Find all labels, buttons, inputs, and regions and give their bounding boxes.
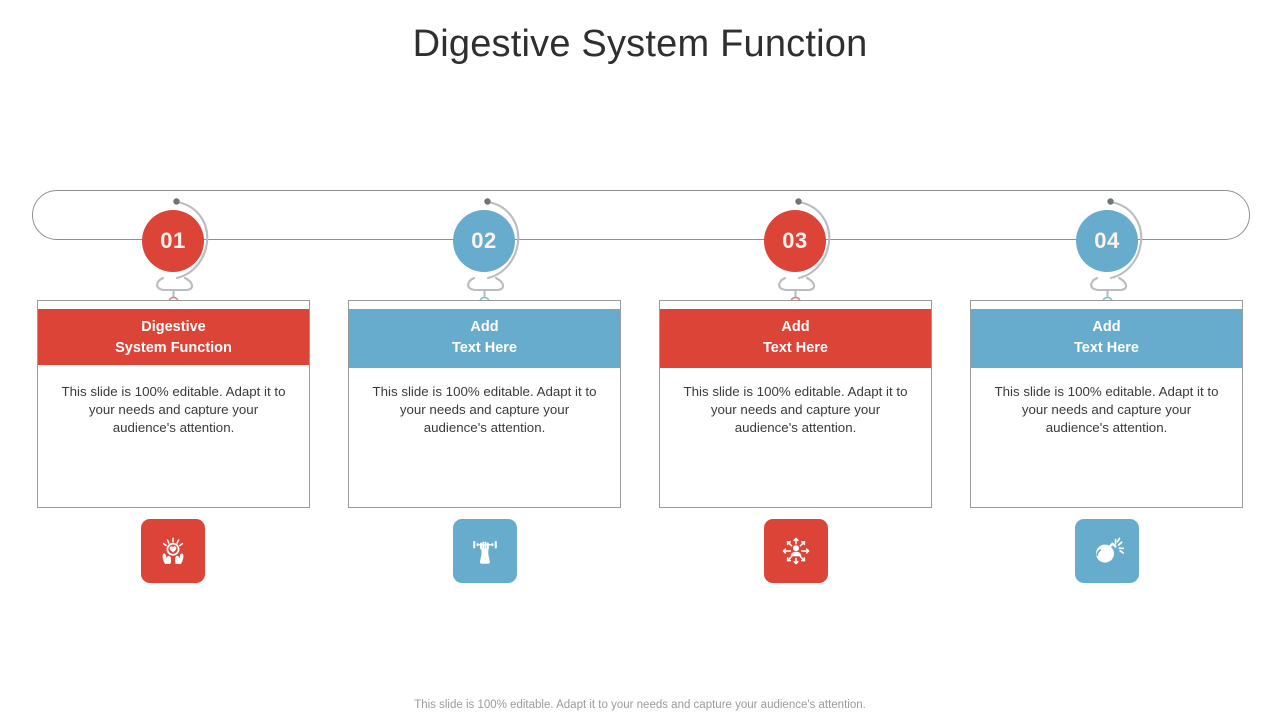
step-badge-03[interactable]: 03 xyxy=(755,192,835,312)
step-badge-02[interactable]: 02 xyxy=(444,192,524,312)
step-badge-01[interactable]: 01 xyxy=(133,192,213,312)
card-body-text: This slide is 100% editable. Adapt it to… xyxy=(372,384,597,436)
step-icon-tile-04[interactable] xyxy=(1075,519,1139,583)
timeline-track xyxy=(32,190,1250,240)
card-header: Add Text Here xyxy=(349,309,620,369)
step-number-badge: 02 xyxy=(453,210,515,272)
card-body-text: This slide is 100% editable. Adapt it to… xyxy=(61,384,286,436)
card-header: Add Text Here xyxy=(660,309,931,369)
card-header: Digestive System Function xyxy=(38,309,309,365)
step-badge-04[interactable]: 04 xyxy=(1067,192,1147,312)
card-body-text: This slide is 100% editable. Adapt it to… xyxy=(683,384,908,436)
card-heading-line-1: Add xyxy=(1092,319,1121,335)
card-heading-line-1: Add xyxy=(781,319,810,335)
step-icon-tile-02[interactable] xyxy=(453,519,517,583)
step-card-02[interactable]: Add Text Here This slide is 100% editabl… xyxy=(348,300,621,508)
step-icon-tile-03[interactable] xyxy=(764,519,828,583)
card-heading-line-2: Text Here xyxy=(762,339,828,356)
card-heading-line-2: System Function xyxy=(115,339,232,356)
hand-lifting-dumbbell-icon xyxy=(473,541,497,564)
bomb-icon xyxy=(1096,537,1124,563)
card-header: Add Text Here xyxy=(971,309,1242,369)
hands-holding-heart-icon xyxy=(162,537,184,564)
step-card-01[interactable]: Digestive System Function This slide is … xyxy=(37,300,310,508)
card-heading-line-2: Text Here xyxy=(451,339,517,356)
step-card-04[interactable]: Add Text Here This slide is 100% editabl… xyxy=(970,300,1243,508)
footer-note: This slide is 100% editable. Adapt it to… xyxy=(414,699,866,711)
page-title: Digestive System Function xyxy=(412,23,868,65)
step-number-badge: 03 xyxy=(764,210,826,272)
step-number-badge: 01 xyxy=(142,210,204,272)
card-body-text: This slide is 100% editable. Adapt it to… xyxy=(994,384,1219,436)
step-number-badge: 04 xyxy=(1076,210,1138,272)
step-icon-tile-01[interactable] xyxy=(141,519,205,583)
person-network-arrows-icon xyxy=(782,537,810,565)
card-heading-line-2: Text Here xyxy=(1073,339,1139,356)
step-card-03[interactable]: Add Text Here This slide is 100% editabl… xyxy=(659,300,932,508)
card-heading-line-1: Digestive xyxy=(141,319,206,335)
card-heading-line-1: Add xyxy=(470,319,499,335)
